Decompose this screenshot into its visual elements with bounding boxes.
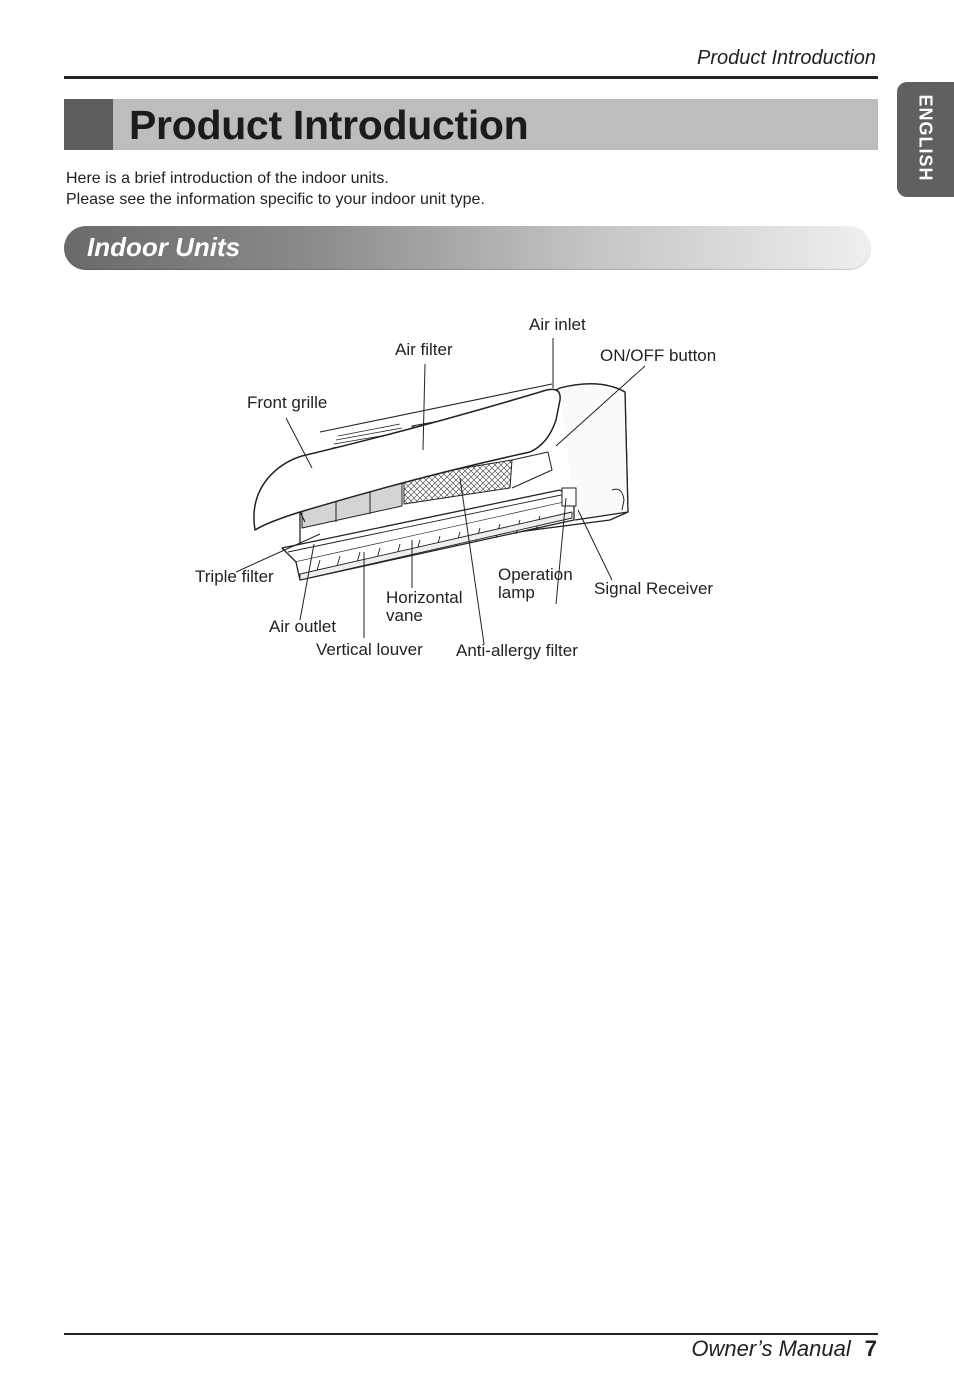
indoor-unit-illustration — [235, 338, 646, 645]
label-horizontal-vane-line2: vane — [386, 606, 423, 625]
label-air-filter: Air filter — [395, 340, 453, 359]
page-number: 7 — [864, 1336, 877, 1361]
footer: Owner’s Manual 7 — [691, 1336, 877, 1362]
label-on-off-button: ON/OFF button — [600, 346, 717, 365]
label-front-grille: Front grille — [247, 393, 328, 412]
title-bar: Product Introduction — [64, 99, 878, 150]
front-grille — [253, 388, 561, 531]
label-horizontal-vane-line1: Horizontal — [386, 588, 463, 607]
label-vertical-louver: Vertical louver — [316, 640, 423, 659]
horizontal-vane — [299, 511, 573, 581]
label-operation-lamp-line2: lamp — [498, 583, 535, 602]
label-anti-allergy-filter: Anti-allergy filter — [456, 641, 578, 660]
header-rule — [64, 76, 878, 79]
intro-text: Here is a brief introduction of the indo… — [66, 168, 485, 210]
label-operation-lamp-line1: Operation — [498, 565, 573, 584]
label-signal-receiver: Signal Receiver — [594, 579, 714, 598]
footer-manual-title: Owner’s Manual — [691, 1336, 851, 1361]
leader-lines — [235, 338, 646, 645]
section-title: Indoor Units — [87, 232, 241, 262]
unit-side-panel — [559, 383, 629, 521]
label-air-inlet: Air inlet — [529, 315, 586, 334]
label-triple-filter: Triple filter — [195, 567, 274, 586]
language-tab: ENGLISH — [897, 82, 954, 197]
title-accent-block — [64, 99, 113, 150]
label-horizontal-vane: Horizontal vane — [386, 589, 463, 625]
operation-lamp-unit — [561, 487, 577, 507]
section-header: Indoor Units — [64, 226, 871, 270]
label-operation-lamp: Operation lamp — [498, 566, 573, 602]
page-title: Product Introduction — [129, 102, 529, 148]
intro-line-1: Here is a brief introduction of the indo… — [66, 170, 389, 187]
anti-allergy-mesh — [403, 459, 513, 505]
footer-rule — [64, 1333, 878, 1335]
intro-line-2: Please see the information specific to y… — [66, 191, 485, 208]
running-head: Product Introduction — [697, 47, 876, 69]
label-air-outlet: Air outlet — [269, 617, 337, 636]
